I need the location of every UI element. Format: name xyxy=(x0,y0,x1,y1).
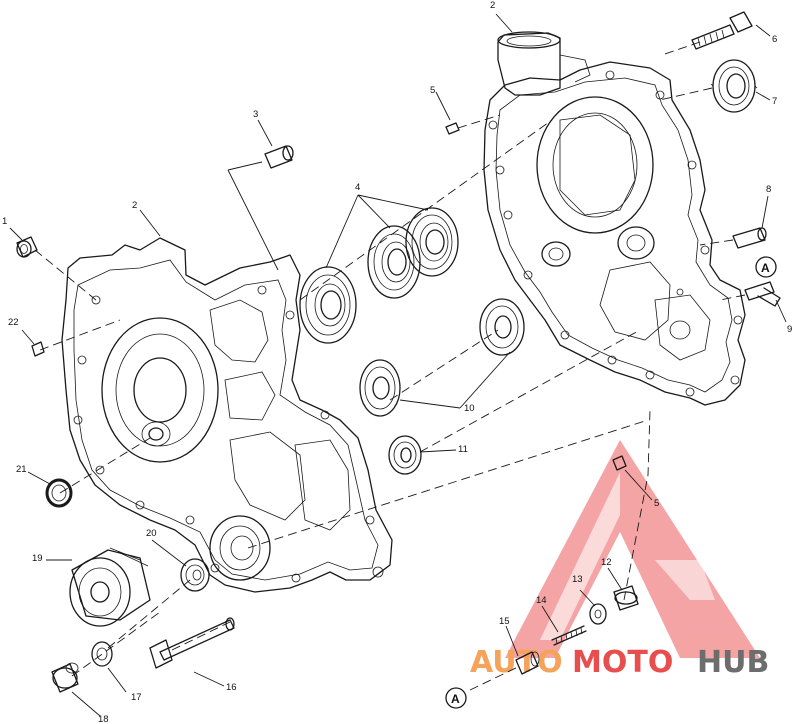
watermark-text: AUTO MOTO HUB xyxy=(470,645,769,680)
part-9-fitting xyxy=(744,281,781,307)
callout-2-right: 2 xyxy=(490,0,495,11)
callout-21: 21 xyxy=(16,464,27,475)
callout-1: 1 xyxy=(2,216,7,227)
reference-a-top: A xyxy=(755,256,777,278)
callout-18: 18 xyxy=(98,714,109,724)
watermark-moto: MOTO xyxy=(572,645,673,680)
part-12-bolt xyxy=(613,585,639,611)
callout-10: 10 xyxy=(464,403,475,414)
part-17-washer xyxy=(91,641,113,667)
right-crankcase-half xyxy=(483,31,746,406)
part-4-bearing-c xyxy=(405,207,459,277)
part-16-long-bolt xyxy=(149,617,235,669)
callout-17: 17 xyxy=(131,692,142,703)
callout-2-left: 2 xyxy=(132,200,137,211)
callout-5-lower: 5 xyxy=(654,498,659,509)
part-6-bolt xyxy=(691,11,753,50)
callout-7: 7 xyxy=(772,96,777,107)
part-14-spring xyxy=(551,625,587,646)
part-22-pin xyxy=(31,341,45,357)
part-11-bearing xyxy=(388,435,422,475)
part-5-dowel-upper xyxy=(445,122,460,135)
part-8-dowel xyxy=(732,227,767,249)
callout-22: 22 xyxy=(8,317,19,328)
watermark-auto: AUTO xyxy=(470,645,563,680)
part-10-bearing-upper xyxy=(479,298,525,356)
callout-5-upper: 5 xyxy=(430,85,435,96)
part-3-dowel xyxy=(264,145,294,169)
left-crankcase-half xyxy=(61,237,393,593)
part-7-seal xyxy=(710,59,758,113)
svg-text:A: A xyxy=(451,692,460,706)
callout-19: 19 xyxy=(32,553,43,564)
part-1-bushing xyxy=(16,236,38,258)
callout-3: 3 xyxy=(253,109,258,120)
part-19-cover xyxy=(69,547,151,627)
callout-16: 16 xyxy=(226,682,237,693)
assembly-lines xyxy=(34,41,746,691)
callout-9: 9 xyxy=(787,324,792,335)
part-10-bearing-lower xyxy=(359,359,401,417)
watermark-logo xyxy=(505,440,760,658)
part-4-bearing-b xyxy=(367,225,421,299)
part-20-seal xyxy=(180,558,210,592)
part-13-washer xyxy=(589,603,607,625)
part-18-plug xyxy=(51,662,79,693)
svg-text:A: A xyxy=(761,261,770,275)
callout-15: 15 xyxy=(499,616,510,627)
leader-lines xyxy=(9,13,787,717)
callout-20: 20 xyxy=(146,528,157,539)
callout-12: 12 xyxy=(601,557,612,568)
part-4-bearing-a xyxy=(299,266,357,344)
part-21-o-ring xyxy=(45,478,73,508)
watermark-hub: HUB xyxy=(697,645,769,680)
callout-11: 11 xyxy=(458,444,468,455)
callout-13: 13 xyxy=(572,574,583,585)
callout-8: 8 xyxy=(766,184,771,195)
part-15-plunger xyxy=(515,651,540,675)
part-5-dowel-lower xyxy=(612,455,627,471)
callout-6: 6 xyxy=(772,34,777,45)
reference-a-bottom: A xyxy=(445,687,467,709)
callout-4: 4 xyxy=(355,182,360,193)
callout-14: 14 xyxy=(536,595,547,606)
